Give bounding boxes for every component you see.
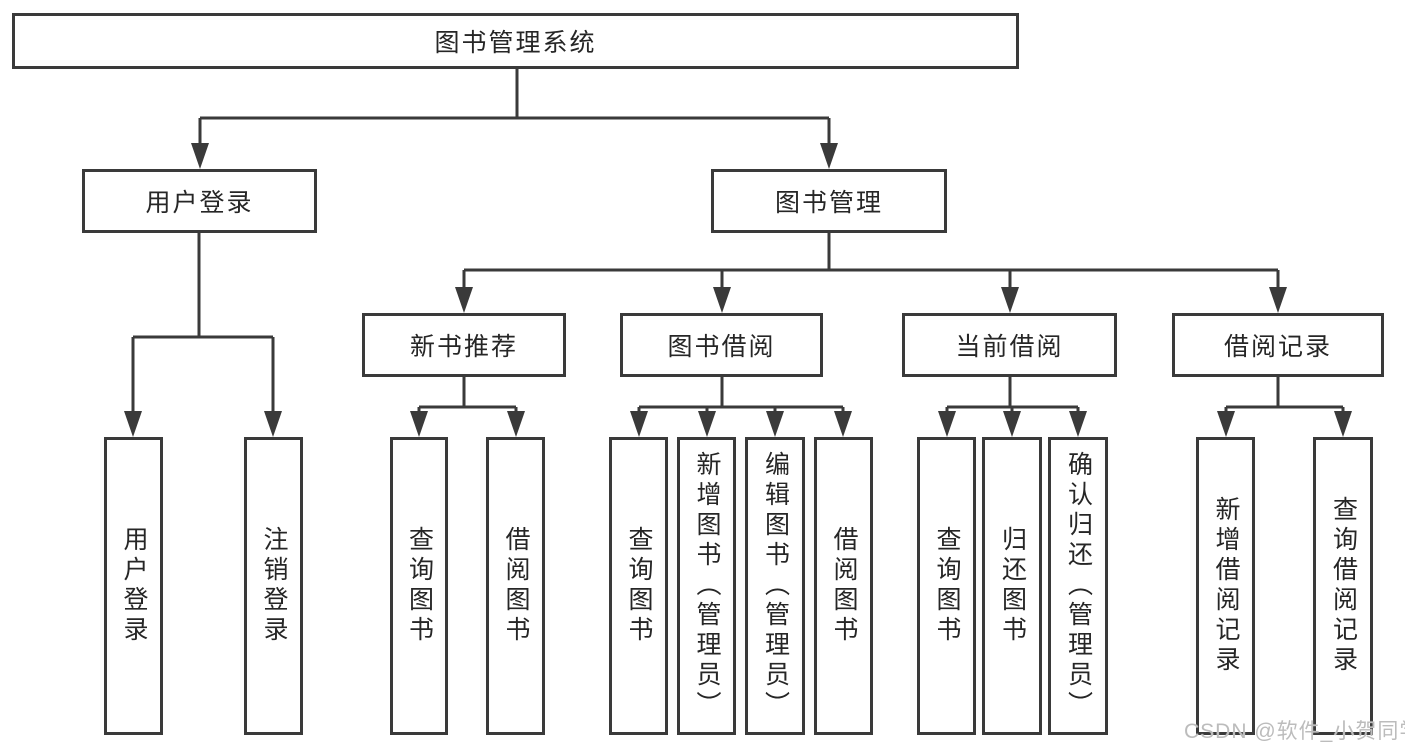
node-current-borrow: 当前借阅 (902, 313, 1117, 377)
leaf-query-books-2: 查询图书 (609, 437, 668, 735)
leaf-label: 归还图书 (998, 526, 1027, 646)
csdn-watermark: CSDN @软件_小贺同学 (1184, 720, 1405, 743)
leaf-add-books-admin: 新增图书（管理员） (677, 437, 736, 735)
leaf-borrow-books-2: 借阅图书 (814, 437, 873, 735)
leaf-label: 新增借阅记录 (1212, 496, 1240, 676)
node-label: 用户登录 (145, 189, 254, 217)
leaf-borrow-books-1: 借阅图书 (486, 437, 545, 735)
leaf-label: 借阅图书 (830, 526, 858, 646)
node-label: 借阅记录 (1223, 333, 1332, 361)
leaf-return-books: 归还图书 (982, 437, 1042, 735)
node-label: 图书借阅 (667, 333, 776, 361)
leaf-query-borrow-record: 查询借阅记录 (1313, 437, 1373, 735)
leaf-query-books-3: 查询图书 (917, 437, 976, 735)
leaf-edit-books-admin: 编辑图书（管理员） (745, 437, 805, 735)
node-new-book-recommend: 新书推荐 (362, 313, 566, 377)
leaf-label: 查询图书 (933, 526, 961, 646)
leaf-confirm-return-admin: 确认归还（管理员） (1048, 437, 1108, 735)
node-book-management: 图书管理 (711, 169, 947, 233)
leaf-add-borrow-record: 新增借阅记录 (1196, 437, 1255, 735)
node-label: 图书管理系统 (434, 29, 597, 57)
leaf-label: 查询图书 (405, 526, 434, 646)
leaf-label: 借阅图书 (502, 526, 530, 646)
leaf-label: 确认归还（管理员） (1064, 451, 1093, 721)
node-label: 当前借阅 (955, 333, 1064, 361)
leaf-query-books-1: 查询图书 (390, 437, 448, 735)
leaf-user-login: 用户登录 (104, 437, 163, 735)
leaf-label: 用户登录 (120, 526, 148, 646)
node-book-borrow: 图书借阅 (620, 313, 823, 377)
node-label: 新书推荐 (409, 333, 518, 361)
leaf-label: 注销登录 (260, 526, 288, 646)
node-label: 图书管理 (774, 189, 883, 217)
leaf-label: 新增图书（管理员） (693, 451, 721, 721)
leaf-label: 查询图书 (625, 526, 653, 646)
node-library-management-system: 图书管理系统 (12, 13, 1019, 69)
leaf-label: 编辑图书（管理员） (761, 451, 790, 721)
leaf-logout: 注销登录 (244, 437, 303, 735)
node-user-login: 用户登录 (82, 169, 317, 233)
leaf-label: 查询借阅记录 (1329, 496, 1358, 676)
node-borrow-records: 借阅记录 (1172, 313, 1384, 377)
